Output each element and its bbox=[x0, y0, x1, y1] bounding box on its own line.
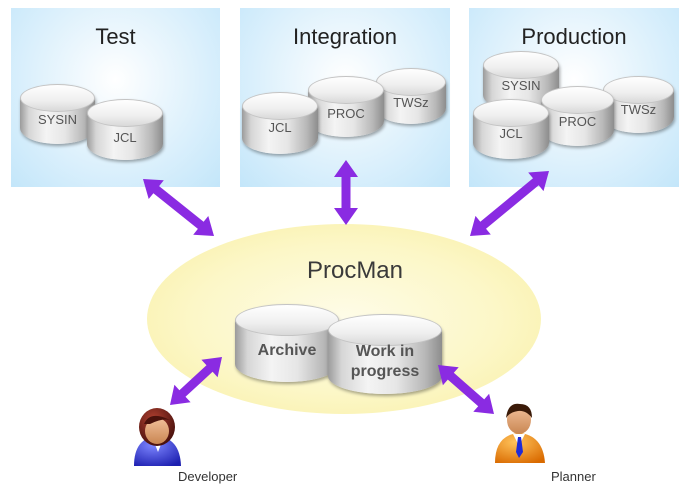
planner-label: Planner bbox=[551, 469, 596, 484]
cylinder-label: TWSz bbox=[393, 95, 429, 110]
cylinder-label: PROC bbox=[327, 106, 365, 121]
integration-twsz-cylinder: TWSz bbox=[376, 68, 446, 124]
procman-title: ProcMan bbox=[306, 257, 404, 284]
production-environment-title: Production bbox=[521, 24, 627, 49]
cylinder-label: SYSIN bbox=[37, 112, 77, 127]
arrow-test-procman bbox=[143, 179, 214, 236]
developer-label: Developer bbox=[178, 469, 238, 484]
cylinder-label: JCL bbox=[113, 130, 137, 145]
integration-proc-cylinder: PROC bbox=[308, 76, 384, 137]
arrow-planner-workinprogress bbox=[438, 365, 494, 414]
cylinder-label: TWSz bbox=[620, 102, 657, 117]
cylinder-label: Archive bbox=[257, 342, 317, 359]
test-environment-title: Test bbox=[95, 24, 136, 49]
arrow-developer-archive bbox=[170, 357, 222, 405]
production-proc-cylinder: PROC bbox=[541, 86, 614, 146]
production-twsz-cylinder: TWSz bbox=[603, 76, 674, 133]
planner-icon bbox=[495, 403, 545, 463]
integration-environment-title: Integration bbox=[293, 24, 397, 49]
archive-cylinder: Archive bbox=[235, 304, 339, 382]
integration-jcl-cylinder: JCL bbox=[242, 92, 318, 154]
test-sysin-cylinder: SYSIN bbox=[20, 84, 95, 144]
cylinder-label: JCL bbox=[268, 120, 292, 135]
arrow-integration-procman bbox=[334, 160, 358, 225]
cylinder-label: PROC bbox=[558, 114, 597, 129]
cylinder-label: Work in progress bbox=[350, 343, 420, 380]
cylinder-label: SYSIN bbox=[501, 78, 541, 93]
arrow-production-procman bbox=[470, 171, 549, 236]
cylinder-label: JCL bbox=[499, 126, 523, 141]
work-in-progress-cylinder: Work in progress bbox=[328, 314, 442, 394]
test-jcl-cylinder: JCL bbox=[87, 99, 163, 160]
production-jcl-cylinder: JCL bbox=[473, 99, 549, 159]
developer-icon bbox=[134, 408, 181, 466]
